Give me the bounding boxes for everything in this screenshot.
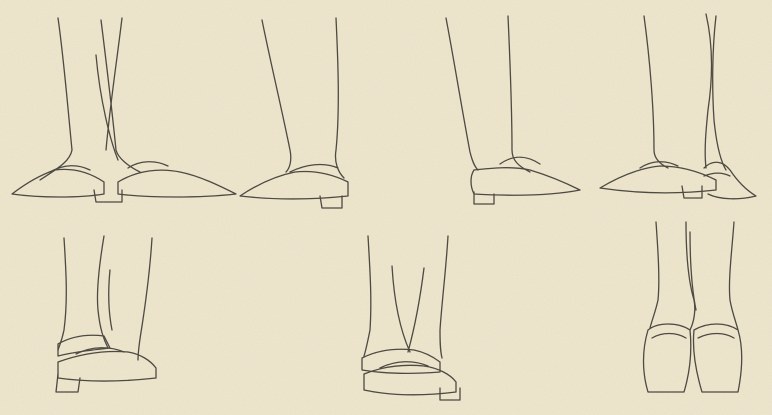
front-shoe [600, 166, 716, 193]
left-shoe [644, 324, 691, 392]
right-shoe [693, 324, 741, 392]
leg-front-outline [262, 20, 291, 172]
left-shoe [12, 169, 104, 197]
right-shoe [118, 170, 236, 197]
leg-right-outline [440, 236, 448, 358]
center-leg-outline [101, 20, 140, 172]
figure-fifth-position [56, 236, 156, 392]
leg-inner-outline-1 [392, 266, 410, 352]
right-shoe-strap [128, 162, 168, 168]
leg-outline-1 [644, 16, 668, 168]
front-shoe [58, 351, 156, 381]
figure-feet-crossed-front [362, 236, 460, 400]
leg-back-outline [508, 16, 530, 172]
figure-foot-pointed [446, 16, 580, 204]
leg-inner-outline-2 [408, 268, 424, 352]
leg-outline-3 [713, 16, 726, 170]
back-shoe [58, 335, 110, 356]
leg-outline-2 [705, 14, 711, 168]
front-shoe [364, 365, 456, 395]
back-shoe [362, 349, 440, 373]
figure-foot-side-view [240, 18, 348, 208]
front-shoe-heel [56, 374, 80, 392]
figure-feet-heels-together [12, 18, 236, 202]
figure-feet-en-pointe [644, 222, 742, 392]
shoe-outline [240, 171, 348, 199]
leg-back-outline [58, 238, 66, 350]
left-leg-outline [40, 18, 72, 180]
shoe-strap [290, 165, 338, 172]
left-shoe-strap [50, 166, 90, 172]
leg-front-outline [138, 238, 152, 360]
inner-leg-outline [97, 236, 108, 348]
leg-right-outline [729, 222, 738, 330]
leg-back-outline [335, 18, 344, 178]
shoe-strap [500, 157, 540, 164]
shoe-outline [471, 168, 580, 196]
back-shoe [704, 162, 756, 199]
leg-left-outline [650, 222, 659, 328]
left-shoe-vamp [652, 334, 686, 339]
leg-left-outline [364, 236, 371, 356]
inner-leg-outline-2 [109, 270, 112, 330]
figure-crossed-feet-side [600, 14, 756, 199]
right-shoe-vamp [698, 334, 734, 339]
leg-front-outline [446, 18, 478, 170]
